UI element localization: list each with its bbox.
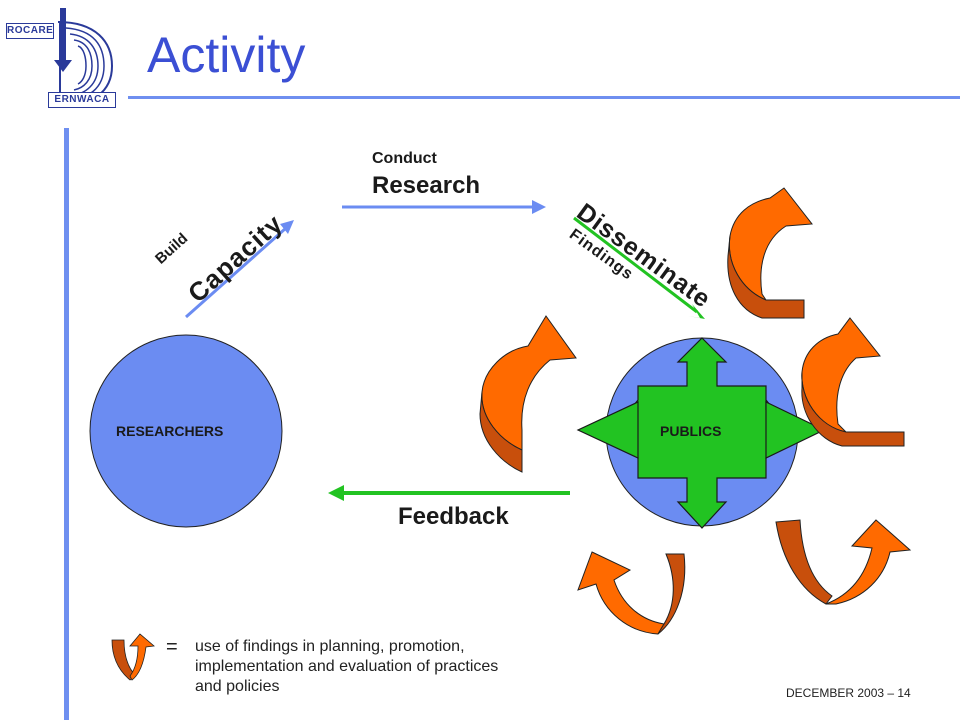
- legend-text: use of findings in planning, promotion, …: [195, 638, 499, 695]
- research-label: Research: [372, 172, 481, 199]
- researchers-circle: [89, 334, 283, 528]
- curved-arrow-left: [479, 315, 577, 473]
- logo-bottom-text: ERNWACA: [48, 92, 116, 108]
- left-vertical-rule: [64, 128, 69, 720]
- curved-arrow-right: [801, 317, 905, 447]
- title-underline: [128, 96, 960, 99]
- logo-top-text: ROCARE: [6, 23, 54, 39]
- disseminate-arrow: [573, 216, 705, 319]
- research-arrow: [342, 200, 546, 214]
- publics-cross-arrow: [613, 337, 791, 529]
- slide-footer: DECEMBER 2003 – 14: [786, 686, 911, 700]
- researchers-label: RESEARCHERS: [116, 423, 224, 439]
- feedback-label: Feedback: [398, 503, 509, 530]
- capacity-arrow: [185, 220, 294, 319]
- feedback-arrow: [328, 485, 570, 501]
- curved-arrow-bottom-left: [577, 551, 686, 635]
- legend-curved-arrow-icon: [111, 633, 155, 681]
- slide-title: Activity: [147, 27, 306, 83]
- publics-label: PUBLICS: [660, 423, 722, 439]
- legend-equals: =: [166, 636, 178, 658]
- curved-arrow-bottom-right: [775, 519, 912, 605]
- conduct-label: Conduct: [372, 150, 437, 167]
- rocare-ernwaca-logo: ROCARE ERNWACA: [4, 6, 116, 110]
- curved-arrow-top-right: [727, 187, 813, 319]
